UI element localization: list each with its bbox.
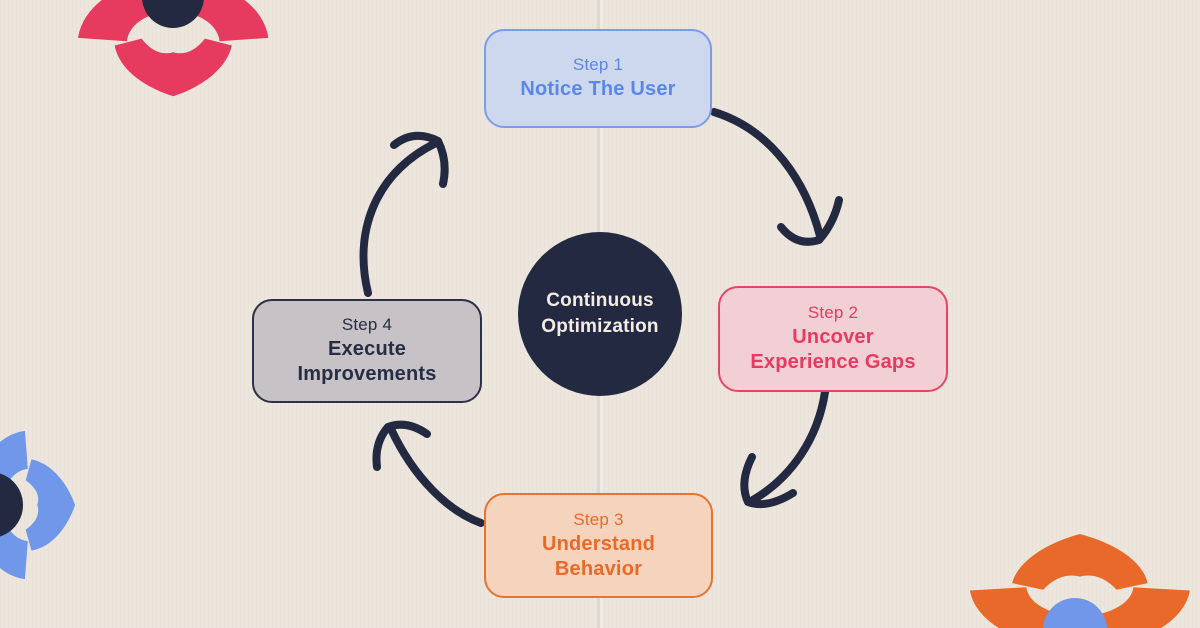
step-1-title: Notice The User	[520, 78, 676, 100]
arrow-head	[372, 420, 431, 471]
center-circle: Continuous Optimization	[518, 232, 682, 396]
arrow-shaft	[359, 139, 440, 297]
arrow-step4-to-step1-icon	[359, 131, 449, 297]
flower-petal	[1012, 533, 1148, 590]
flower-bottom-left-icon	[0, 430, 76, 580]
flower-petal	[78, 0, 168, 42]
step-3-card: Step 3 Understand Behavior	[484, 493, 713, 598]
step-4-label: Step 4	[341, 315, 393, 334]
flower-petal	[0, 509, 28, 580]
arrow-step3-to-step4-icon	[372, 420, 485, 527]
step-3-label: Step 3	[573, 509, 624, 529]
flower-center-dot	[142, 0, 204, 28]
step-2-card: Step 2 Uncover Experience Gaps	[718, 286, 948, 392]
arrow-step1-to-step2-icon	[710, 108, 843, 246]
step-2-title: Uncover Experience Gaps	[750, 326, 916, 373]
arrow-shaft	[749, 388, 829, 504]
step-1-label: Step 1	[572, 55, 624, 74]
arrow-head	[777, 196, 843, 246]
flower-top-left-icon	[78, 0, 269, 97]
step-4-title: Execute Improvements	[297, 338, 437, 385]
flower-petal	[114, 38, 232, 97]
flower-petal	[25, 459, 76, 551]
arrow-step2-to-step3-icon	[740, 388, 829, 509]
flower-center-dot	[0, 473, 23, 537]
flower-center-dot	[1043, 598, 1107, 628]
step-3-title: Understand Behavior	[541, 532, 656, 580]
flower-petal	[1086, 587, 1190, 628]
step-1-card: Step 1 Notice The User	[484, 29, 712, 128]
flower-petal	[179, 0, 269, 42]
step-4-card: Step 4 Execute Improvements	[252, 299, 482, 403]
arrow-head	[740, 453, 797, 509]
flower-bottom-right-icon	[969, 533, 1190, 628]
arrow-shaft	[710, 108, 824, 240]
flower-petal	[0, 430, 28, 501]
center-circle-label: Continuous Optimization	[541, 290, 659, 337]
step-2-label: Step 2	[807, 303, 859, 322]
arrow-shaft	[387, 425, 485, 527]
arrow-head	[390, 131, 449, 188]
